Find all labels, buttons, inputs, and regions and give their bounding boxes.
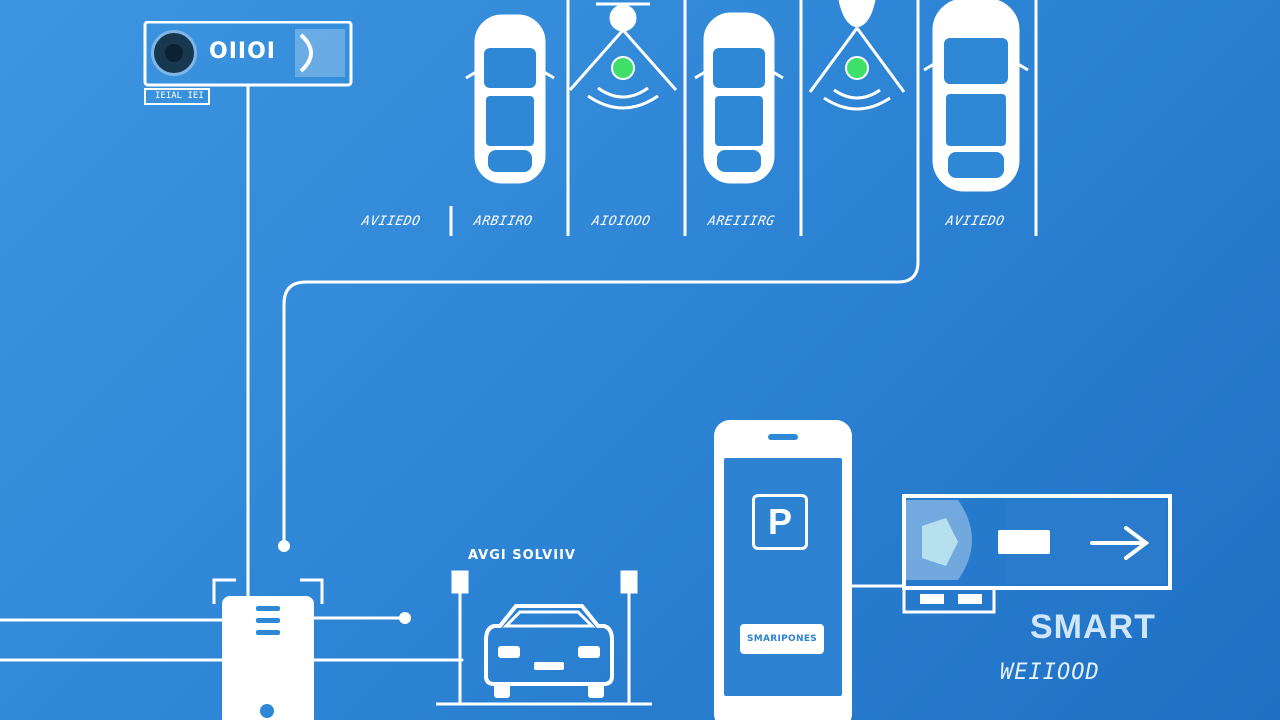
parking-p-icon: P [752, 494, 808, 550]
brand-subtitle: WEIIOOD [1000, 660, 1100, 685]
sensor-icon [808, 0, 906, 111]
camera-sub-label: IEIAL IEI [155, 91, 204, 101]
slots-to-controller-line [282, 0, 920, 548]
camera-display-text: OIIOI [209, 39, 276, 64]
phone-speaker-icon [768, 434, 798, 440]
line-node-gate [399, 612, 411, 624]
sensor-status-light [611, 56, 635, 80]
smartphone: P SMARIPONES [714, 420, 852, 720]
car-front-icon [484, 604, 614, 698]
sensor-icon [568, 2, 678, 110]
arrow-right-icon [1090, 526, 1150, 560]
line-node-left [278, 540, 290, 552]
camera-unit: OIIOI IEIAL IEI [143, 21, 353, 107]
phone-screen: P SMARIPONES [724, 458, 842, 696]
camera-lens-icon [151, 30, 197, 76]
parking-p-letter: P [767, 501, 792, 542]
car-icon [923, 0, 1029, 192]
sensor-status-light [845, 56, 869, 80]
brand-title: SMART [1030, 608, 1156, 646]
gate-title: AVGI SOLVIIV [468, 548, 576, 563]
display-lens-icon [922, 518, 958, 566]
car-icon [465, 14, 555, 184]
controller-status-icon [260, 704, 274, 718]
car-icon [694, 12, 784, 184]
smartphones-button[interactable]: SMARIPONES [740, 624, 824, 654]
